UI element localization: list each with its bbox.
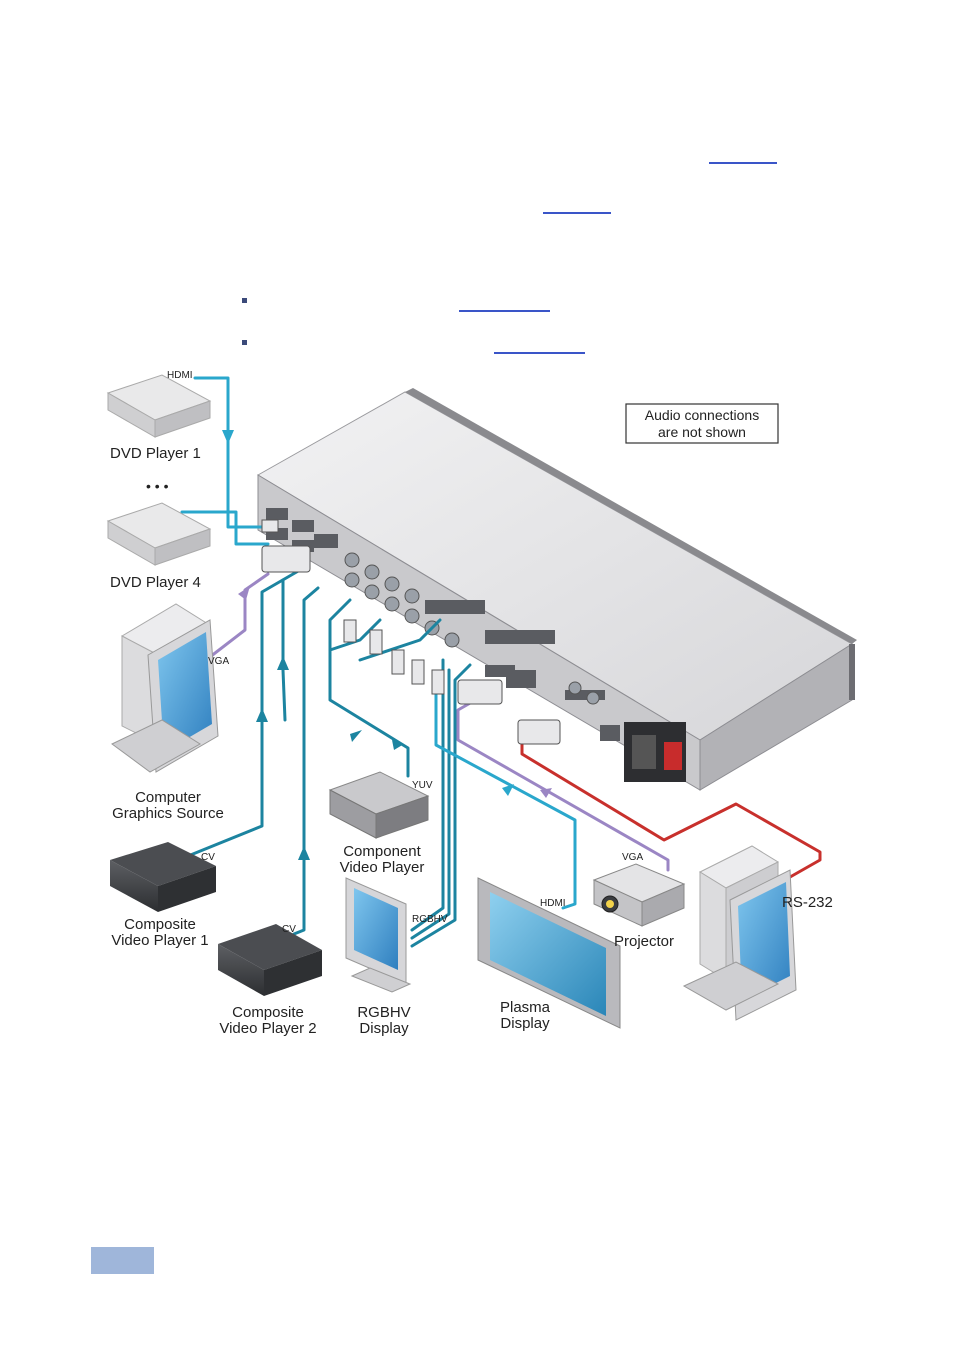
projector: VGA Projector xyxy=(592,852,686,950)
arrow-icon xyxy=(392,740,404,750)
bullet-marker-2 xyxy=(242,340,247,345)
component-video-player: YUV Component Video Player xyxy=(328,771,433,876)
computer-graphics-source: VGA Computer Graphics Source xyxy=(111,603,229,822)
yuv-cable xyxy=(328,598,410,778)
switcher-chassis xyxy=(257,388,857,791)
dvd-player-4: DVD Player 4 xyxy=(106,502,212,591)
rgbhv-signal-label: RGBHV xyxy=(412,914,448,925)
bullet-marker-1 xyxy=(242,298,247,303)
plasma-label-line2: Display xyxy=(500,1015,550,1032)
hyperlink-1[interactable] xyxy=(709,162,777,164)
vga-cable-projector xyxy=(456,700,670,872)
audio-note-box: Audio connections are not shown xyxy=(625,403,779,444)
composite-video-player-1: CV Composite Video Player 1 xyxy=(110,842,216,949)
composite-video-player-2: CV Composite Video Player 2 xyxy=(218,924,322,1037)
computer-label-line2: Graphics Source xyxy=(112,805,224,822)
rs232-cable xyxy=(520,736,822,887)
rgbhv-label-line1: RGBHV xyxy=(357,1004,410,1021)
component-label-line2: Video Player xyxy=(340,859,425,876)
audio-note-line1: Audio connections xyxy=(645,407,759,423)
page-number-box xyxy=(91,1247,154,1274)
composite-1-label-line2: Video Player 1 xyxy=(111,932,208,949)
audio-note-line2: are not shown xyxy=(658,424,746,440)
composite-2-label-line2: Video Player 2 xyxy=(219,1020,316,1037)
composite-2-label-line1: Composite xyxy=(232,1004,304,1021)
dvd-player-4-label: DVD Player 4 xyxy=(110,574,201,591)
cv-2-label: CV xyxy=(282,924,296,935)
rgbhv-display: RGBHV RGBHV Display xyxy=(345,877,448,1037)
hyperlink-4[interactable] xyxy=(494,352,585,354)
rs232-controller-pc: RS-232 xyxy=(682,845,833,1021)
arrow-icon xyxy=(277,656,289,670)
vga-cable-computer xyxy=(204,572,270,662)
hdmi-out-label: HDMI xyxy=(540,898,566,909)
arrow-icon xyxy=(540,788,552,798)
hdmi-cable-dvd4 xyxy=(180,510,270,546)
arrow-icon xyxy=(238,586,250,600)
arrow-icon xyxy=(350,730,362,742)
projector-label: Projector xyxy=(614,933,674,950)
rs232-label: RS-232 xyxy=(782,894,833,911)
cv-cable-2 xyxy=(292,586,320,936)
vga-in-label: VGA xyxy=(208,656,229,667)
ellipsis-label: • • • xyxy=(146,478,169,494)
plasma-label-line1: Plasma xyxy=(500,999,551,1016)
cv-1-label: CV xyxy=(201,852,215,863)
plasma-display: HDMI Plasma Display xyxy=(477,877,621,1032)
arrow-icon xyxy=(222,430,234,444)
dvd-player-1: HDMI DVD Player 1 xyxy=(106,370,212,462)
hyperlink-2[interactable] xyxy=(543,212,611,214)
yuv-label: YUV xyxy=(412,780,433,791)
hdmi-cable-plasma xyxy=(434,688,577,910)
component-label-line1: Component xyxy=(343,843,421,860)
vga-out-label: VGA xyxy=(622,852,643,863)
arrow-icon xyxy=(256,708,268,722)
hdmi-cable-dvd1 xyxy=(193,376,264,529)
computer-label-line1: Computer xyxy=(135,789,201,806)
composite-1-label-line1: Composite xyxy=(124,916,196,933)
dvd-player-1-label: DVD Player 1 xyxy=(110,445,201,462)
arrow-icon xyxy=(298,846,310,860)
rgbhv-cable xyxy=(410,663,472,948)
hdmi-in-label: HDMI xyxy=(167,370,193,381)
rgbhv-label-line2: Display xyxy=(359,1020,409,1037)
hyperlink-3[interactable] xyxy=(459,310,550,312)
arrow-icon xyxy=(502,784,514,796)
